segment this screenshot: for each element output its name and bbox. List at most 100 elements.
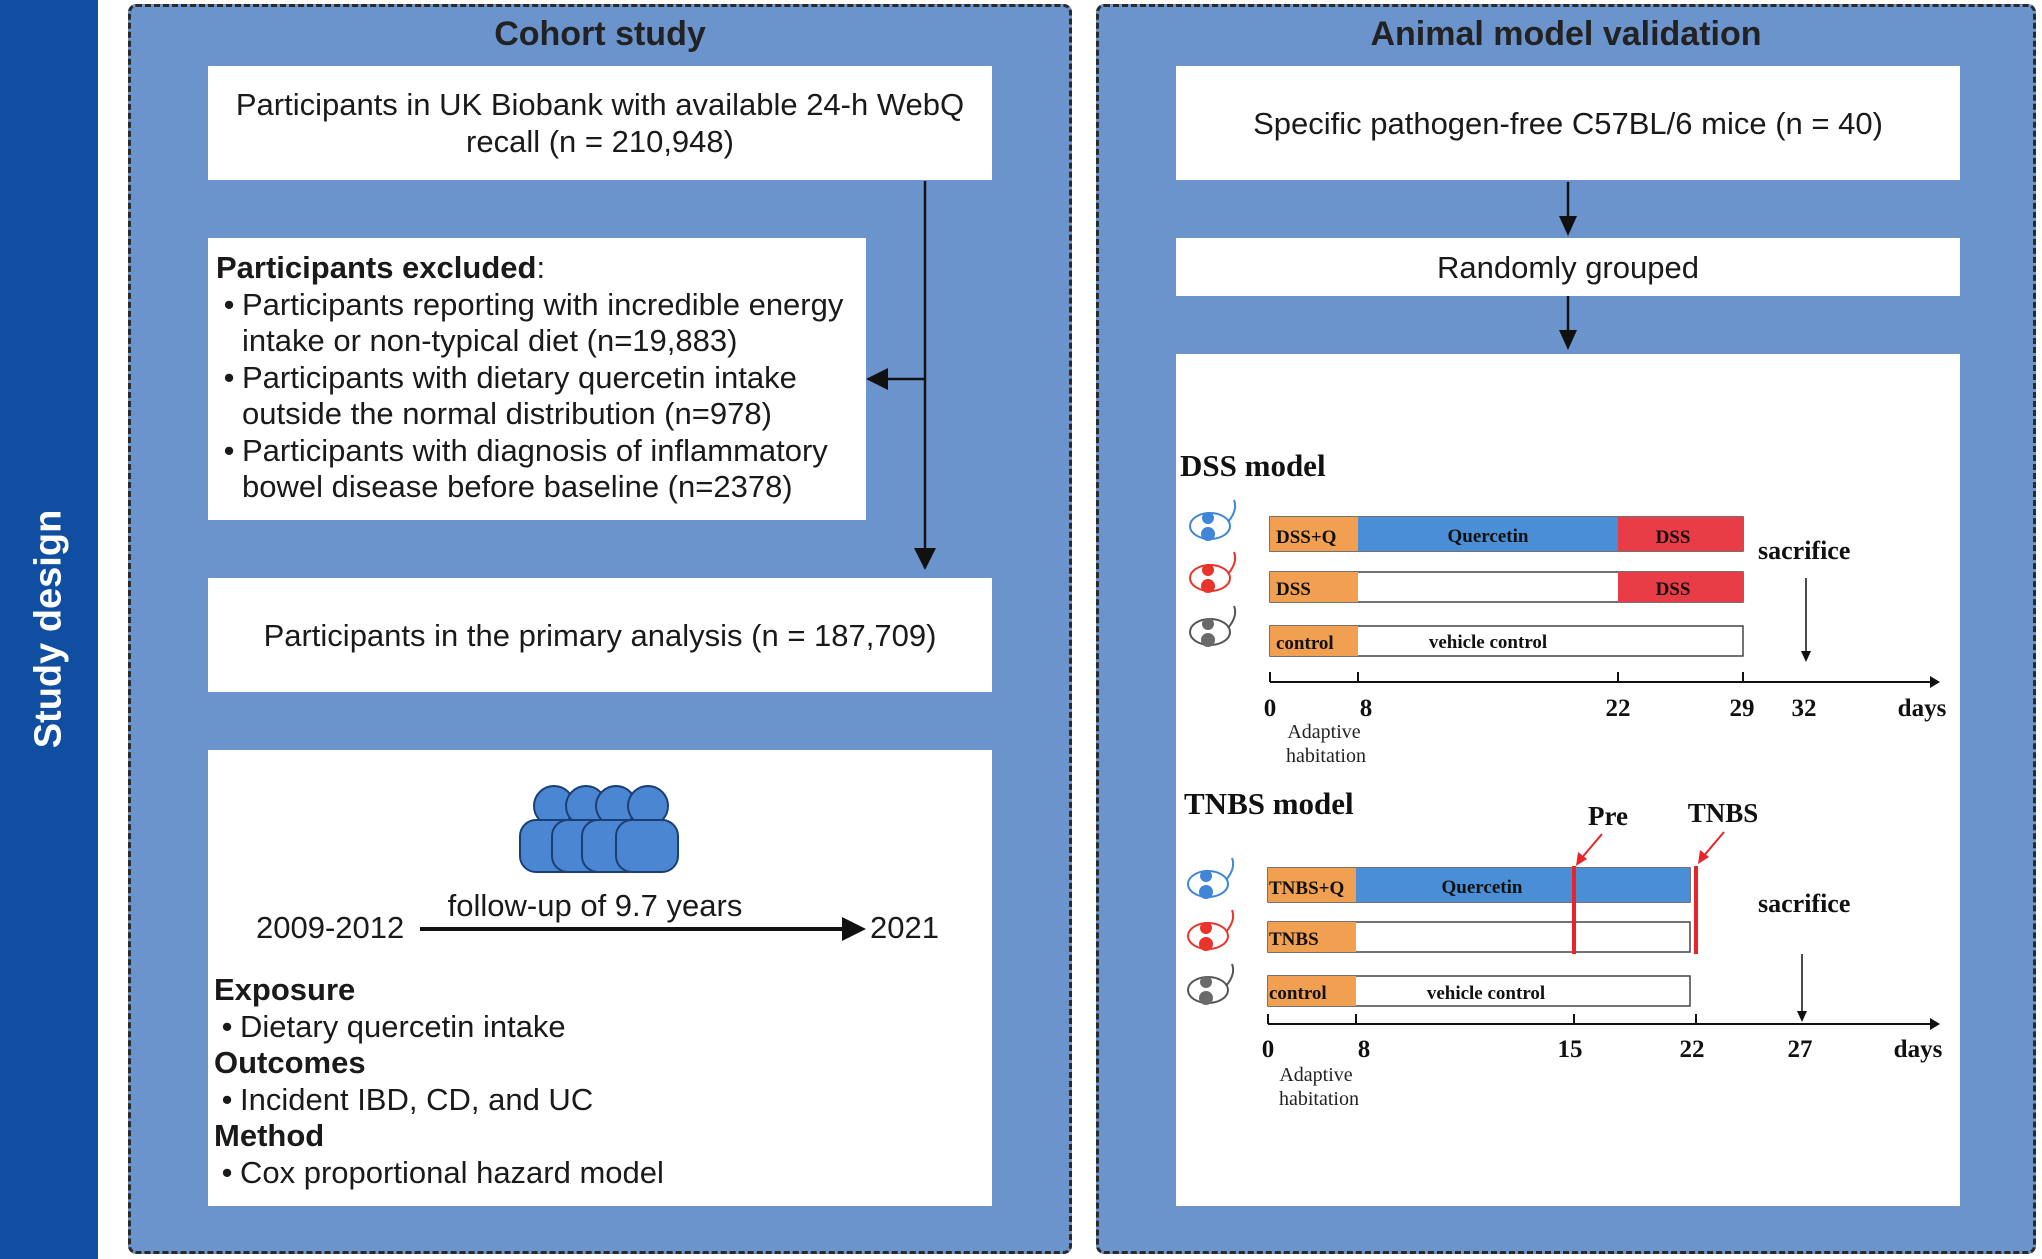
dss-red-segment xyxy=(1618,517,1743,551)
mouse-icon xyxy=(1189,605,1237,647)
outcomes-heading: Outcomes xyxy=(214,1045,366,1080)
tnbs-tick-label: 8 xyxy=(1358,1036,1371,1063)
randomly-grouped-text: Randomly grouped xyxy=(1437,249,1699,285)
dss-row2-label: DSS xyxy=(1276,579,1311,600)
method-item: • Cox proportional hazard model xyxy=(214,1155,974,1192)
bullet-icon: • xyxy=(221,1008,233,1044)
exposure-text: Dietary quercetin intake xyxy=(240,1008,566,1044)
exposure-item: • Dietary quercetin intake xyxy=(214,1009,974,1046)
dss-row2-end: DSS xyxy=(1656,579,1691,600)
mouse-icon xyxy=(1187,857,1235,899)
tnbs-pointer xyxy=(1701,831,1725,859)
dss-model-title: DSS model xyxy=(1180,448,1326,483)
pre-pointer-arrowhead xyxy=(1576,852,1587,866)
excluded-colon: : xyxy=(536,250,546,285)
dss-orange-segment xyxy=(1270,517,1358,551)
dss-row3-label: control xyxy=(1276,633,1334,654)
dss-row3-middle: vehicle control xyxy=(1429,632,1547,653)
mice-box: Specific pathogen-free C57BL/6 mice (n =… xyxy=(1176,66,1960,180)
tnbs-note-line1: Adaptive xyxy=(1279,1064,1352,1086)
dss-axis-unit: days xyxy=(1898,695,1947,722)
cohort-study-title: Cohort study xyxy=(494,15,706,53)
tnbs-tick-label: 15 xyxy=(1558,1036,1583,1063)
dss-note-line2: habitation xyxy=(1286,745,1366,767)
excluded-item-text: Participants with diagnosis of inflammat… xyxy=(242,432,828,505)
tnbs-row2-label: TNBS xyxy=(1269,929,1319,950)
tnbs-row3-label: control xyxy=(1269,983,1327,1004)
pre-pointer xyxy=(1579,833,1603,861)
dss-sacrifice-label: sacrifice xyxy=(1758,536,1850,565)
tnbs-tick-label: 27 xyxy=(1788,1036,1813,1063)
tnbs-sacrifice-arrowhead xyxy=(1797,1011,1807,1022)
tnbs-sacrifice-label: sacrifice xyxy=(1758,889,1850,918)
dss-tick-label: 8 xyxy=(1360,695,1373,722)
dss-axis-arrowhead xyxy=(1930,676,1940,688)
dss-tick-label: 0 xyxy=(1264,695,1277,722)
dss-tick-label: 22 xyxy=(1606,695,1631,722)
people-group-icon xyxy=(519,785,679,873)
tnbs-row3-middle: vehicle control xyxy=(1427,983,1545,1004)
tnbs-orange-segment xyxy=(1268,868,1356,902)
mice-text: Specific pathogen-free C57BL/6 mice (n =… xyxy=(1253,105,1883,141)
primary-analysis-box: Participants in the primary analysis (n … xyxy=(208,578,992,692)
primary-analysis-text: Participants in the primary analysis (n … xyxy=(263,617,937,653)
tnbs-tick-label: 0 xyxy=(1262,1036,1275,1063)
excluded-item: • Participants with dietary quercetin in… xyxy=(216,360,858,433)
dss-tick-label: 29 xyxy=(1730,695,1755,722)
dss-tick-label: 32 xyxy=(1792,695,1817,722)
follow-up-label: follow-up of 9.7 years xyxy=(447,888,743,923)
excluded-item-text: Participants with dietary quercetin inta… xyxy=(242,359,797,432)
dss-quercetin-segment xyxy=(1358,517,1618,551)
tnbs-row1-label: TNBS+Q xyxy=(1269,878,1344,899)
method-heading: Method xyxy=(214,1118,325,1153)
mouse-icon xyxy=(1187,963,1235,1005)
follow-up-arrow xyxy=(420,917,866,941)
dss-red-segment xyxy=(1618,572,1743,602)
mouse-icon xyxy=(1189,499,1237,541)
tnbs-pointer-arrowhead xyxy=(1698,850,1709,864)
tnbs-axis-unit: days xyxy=(1894,1036,1943,1063)
dss-row1-middle: Quercetin xyxy=(1448,526,1529,547)
tnbs-model-title: TNBS model xyxy=(1184,786,1354,821)
tnbs-orange-segment xyxy=(1268,922,1356,952)
tnbs-quercetin-segment xyxy=(1356,868,1690,902)
follow-up-end: 2021 xyxy=(870,910,939,945)
dss-sacrifice-arrowhead xyxy=(1801,651,1811,662)
study-design-sidebar: Study design xyxy=(0,0,98,1259)
dss-row1-end: DSS xyxy=(1656,527,1691,548)
participants-excluded-box: Participants excluded: • Participants re… xyxy=(208,238,866,520)
tnbs-label: TNBS xyxy=(1688,798,1759,828)
dss-row1-label: DSS+Q xyxy=(1276,527,1336,548)
tnbs-axis-arrowhead xyxy=(1930,1018,1940,1030)
uk-biobank-participants-text: Participants in UK Biobank with availabl… xyxy=(235,87,965,159)
animal-model-title: Animal model validation xyxy=(1370,15,1762,53)
uk-biobank-participants-box: Participants in UK Biobank with availabl… xyxy=(208,66,992,180)
experiment-timeline: DSS model DSS+Q Quercetin DSS DSS DSS co… xyxy=(1180,448,1947,1110)
tnbs-row1-middle: Quercetin xyxy=(1442,877,1523,898)
excluded-item-text: Participants reporting with incredible e… xyxy=(242,286,844,359)
bullet-icon: • xyxy=(223,286,235,322)
follow-up-start: 2009-2012 xyxy=(256,910,405,945)
dss-orange-segment xyxy=(1270,572,1358,602)
tnbs-note-line2: habitation xyxy=(1279,1088,1359,1110)
timeline-box xyxy=(1176,354,1960,1206)
outcomes-text: Incident IBD, CD, and UC xyxy=(240,1081,594,1117)
excluded-heading: Participants excluded xyxy=(216,250,537,285)
exposure-heading: Exposure xyxy=(214,972,356,1007)
bullet-icon: • xyxy=(221,1081,233,1117)
tnbs-tick-label: 22 xyxy=(1680,1036,1705,1063)
excluded-item: • Participants reporting with incredible… xyxy=(216,287,858,360)
bullet-icon: • xyxy=(223,432,235,468)
dss-orange-segment xyxy=(1270,626,1358,656)
method-text: Cox proportional hazard model xyxy=(240,1154,664,1190)
pre-label: Pre xyxy=(1588,801,1628,831)
randomly-grouped-box: Randomly grouped xyxy=(1176,238,1960,296)
cohort-flow-arrows xyxy=(866,181,936,570)
dss-note-line1: Adaptive xyxy=(1287,721,1360,743)
study-sections: Exposure • Dietary quercetin intake Outc… xyxy=(214,972,974,1191)
outcomes-item: • Incident IBD, CD, and UC xyxy=(214,1082,974,1119)
bullet-icon: • xyxy=(223,359,235,395)
excluded-item: • Participants with diagnosis of inflamm… xyxy=(216,433,858,506)
animal-flow-arrows xyxy=(1559,182,1577,350)
excluded-heading-line: Participants excluded: xyxy=(216,250,858,287)
